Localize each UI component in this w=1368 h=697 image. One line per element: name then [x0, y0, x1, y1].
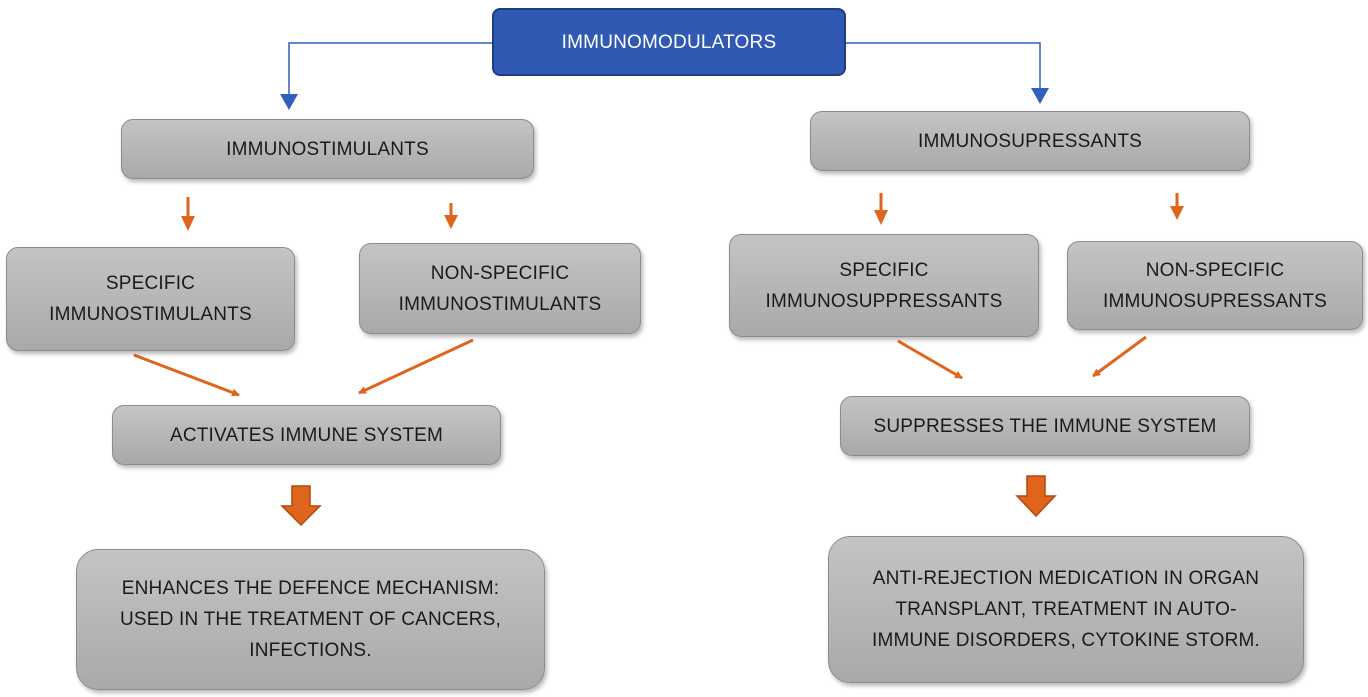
down-arrow-right-nonspecific: [1170, 193, 1184, 220]
down-arrow-left-nonspecific: [444, 203, 458, 229]
immunosuppressants-box: IMMUNOSUPRESSANTS: [810, 111, 1250, 171]
enhances-defence-outcome-box: ENHANCES THE DEFENCE MECHANISM: USED IN …: [76, 549, 545, 690]
specific-immunostimulants-box: SPECIFIC IMMUNOSTIMULANTS: [6, 247, 295, 351]
suppresses-immune-system-box: SUPPRESSES THE IMMUNE SYSTEM: [840, 396, 1250, 456]
immunostimulants-box: IMMUNOSTIMULANTS: [121, 119, 534, 179]
diagonal-arrow-left-specific: [133, 353, 240, 397]
root-to-immunostimulants-arrowhead: [280, 94, 298, 110]
anti-rejection-outcome-box: ANTI-REJECTION MEDICATION IN ORGAN TRANS…: [828, 536, 1304, 683]
nonspecific-immunostimulants-box: NON-SPECIFIC IMMUNOSTIMULANTS: [359, 243, 641, 334]
down-arrow-left-specific: [181, 197, 195, 231]
activates-immune-system-box: ACTIVATES IMMUNE SYSTEM: [112, 405, 501, 465]
diagonal-arrow-right-specific: [897, 339, 963, 380]
block-arrow-right: [1015, 475, 1057, 518]
specific-immunosuppressants-box: SPECIFIC IMMUNOSUPPRESSANTS: [729, 234, 1039, 337]
block-arrow-left: [280, 485, 322, 527]
root-to-immunosuppressants-connector: [846, 42, 1041, 90]
root-to-immunosuppressants-arrowhead: [1031, 88, 1049, 104]
root-to-immunostimulants-connector: [288, 42, 492, 96]
immunomodulators-box: IMMUNOMODULATORS: [492, 8, 846, 76]
down-arrow-right-specific: [874, 193, 888, 225]
diagonal-arrow-left-nonspecific: [358, 338, 474, 395]
diagonal-arrow-right-nonspecific: [1092, 335, 1147, 378]
nonspecific-immunosuppressants-box: NON-SPECIFIC IMMUNOSUPRESSANTS: [1067, 241, 1363, 330]
